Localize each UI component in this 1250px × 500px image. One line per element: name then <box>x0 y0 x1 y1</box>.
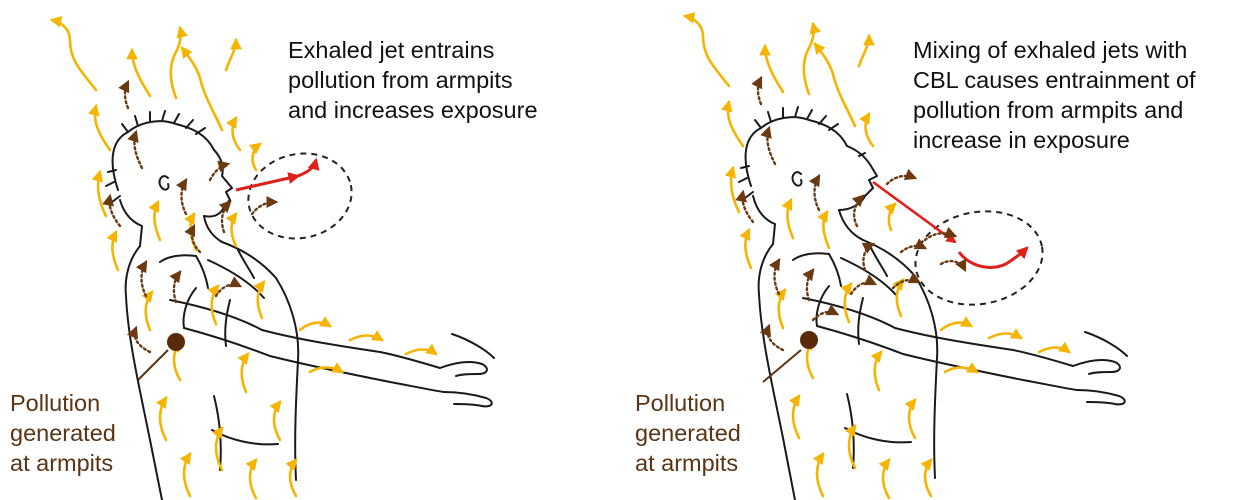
exhaled-jet-curl-icon <box>298 160 316 176</box>
pollution-arrow-icon <box>815 176 820 210</box>
thermal-plume-arrow-icon <box>909 400 915 438</box>
thermal-plume-arrow-icon <box>823 212 829 248</box>
thermal-plume-arrow-icon <box>787 200 793 238</box>
thermal-plume-arrow-icon <box>845 284 851 322</box>
pollution-arrow-icon <box>192 226 200 252</box>
breathing-zone-ellipse <box>240 144 359 248</box>
caption-line: CBL causes entrainment of <box>913 65 1196 95</box>
pollution-arrow-icon <box>216 284 240 296</box>
caption-line: pollution from armpits and <box>913 95 1196 125</box>
label-line: Pollution <box>10 388 116 418</box>
pollution-arrow-icon <box>807 270 813 300</box>
pollution-arrow-icon <box>941 261 965 270</box>
label-line: at armpits <box>635 448 741 478</box>
pollution-arrow-icon <box>174 272 180 302</box>
caption: Exhaled jet entrains pollution from armp… <box>288 35 538 125</box>
thermal-plume-arrow-icon <box>233 118 240 150</box>
thermal-plume-arrow-icon <box>258 282 264 318</box>
thermal-plume-arrow-icon <box>184 454 190 496</box>
thermal-plume-arrow-icon <box>765 46 783 92</box>
label-line: generated <box>635 418 741 448</box>
pollution-arrow-icon <box>893 280 919 288</box>
thermal-plume-arrow-icon <box>132 50 150 96</box>
armpit-pollution-source-icon <box>800 331 818 349</box>
thermal-plume-arrow-icon <box>112 232 118 270</box>
pollution-arrow-icon <box>767 128 775 164</box>
thermal-plume-arrow-icon <box>779 290 785 328</box>
pollution-source-label: Pollution generated at armpits <box>10 388 116 478</box>
caption-line: increase in exposure <box>913 125 1196 155</box>
thermal-plume-arrow-icon <box>182 48 222 130</box>
thermal-plume-arrow-icon <box>146 292 152 330</box>
pollution-arrow-icon <box>142 262 147 296</box>
exhaled-jet-arrow-icon <box>236 176 298 190</box>
thermal-plume-arrow-icon <box>154 202 160 240</box>
thermal-plume-arrow-icon <box>883 460 889 498</box>
thermal-plume-arrow-icon <box>925 460 931 496</box>
pollution-arrow-icon <box>758 78 761 104</box>
label-leader-line <box>138 350 168 380</box>
thermal-plume-arrow-icon <box>160 398 166 440</box>
thermal-plume-arrow-icon <box>945 368 977 373</box>
thermal-plume-arrow-icon <box>300 323 330 330</box>
thermal-plume-arrow-icon <box>226 40 236 70</box>
thermal-plume-arrow-icon <box>171 28 181 98</box>
thermal-plume-arrow-icon <box>95 106 110 150</box>
person-outline <box>739 107 1127 500</box>
pollution-arrow-icon <box>768 326 783 350</box>
panel-right-cbl-mixing: Mixing of exhaled jets with CBL causes e… <box>625 0 1250 500</box>
breathing-zone-ellipse <box>908 202 1050 315</box>
thermal-plume-arrow-icon <box>793 396 799 438</box>
pollution-arrow-icon <box>135 328 150 352</box>
pollution-arrow-icon <box>252 202 276 214</box>
caption: Mixing of exhaled jets with CBL causes e… <box>913 35 1196 155</box>
thermal-plume-arrow-icon <box>731 168 739 212</box>
panel-left-exhaled-jet: Exhaled jet entrains pollution from armp… <box>0 0 625 500</box>
thermal-plume-arrow-icon <box>941 323 971 330</box>
pollution-source-label: Pollution generated at armpits <box>635 388 741 478</box>
thermal-plume-arrow-icon <box>52 20 96 90</box>
pollution-arrow-icon <box>887 176 915 184</box>
label-line: generated <box>10 418 116 448</box>
exhaled-jet-region <box>873 182 1050 314</box>
pollution-arrow-icon <box>775 260 780 294</box>
thermal-plume-arrow-icon <box>889 204 895 230</box>
label-line: Pollution <box>635 388 741 418</box>
caption-line: Exhaled jet entrains <box>288 35 538 65</box>
thermal-plume-arrow-icon <box>1039 348 1069 353</box>
thermal-plume-arrow-icon <box>866 114 873 146</box>
pollution-arrow-icon <box>851 282 875 294</box>
thermal-plume-arrow-icon <box>232 214 237 246</box>
label-line: at armpits <box>10 448 116 478</box>
thermal-plume-arrow-icon <box>274 402 280 440</box>
thermal-plume-arrow-icon <box>728 102 743 146</box>
caption-line: pollution from armpits <box>288 65 538 95</box>
thermal-plume-arrow-icon <box>745 230 751 268</box>
caption-line: Mixing of exhaled jets with <box>913 35 1196 65</box>
exhaled-jet-curl-icon <box>959 248 1027 267</box>
thermal-plume-arrow-icon <box>242 354 248 392</box>
armpit-pollution-source-icon <box>167 333 185 351</box>
thermal-plume-arrow-icon <box>817 454 823 496</box>
pollution-arrow-icon <box>125 82 128 108</box>
thermal-plume-arrow-icon <box>989 334 1021 339</box>
exhaled-jet-region <box>236 144 360 248</box>
thermal-plume-arrow-icon <box>212 286 218 324</box>
pollution-arrow-icon <box>901 246 925 252</box>
thermal-plume-arrow-icon <box>98 172 106 216</box>
thermal-plume-arrow-icon <box>875 352 881 390</box>
person-outline <box>106 111 494 500</box>
thermal-plume-arrow-icon <box>350 336 382 341</box>
pollution-arrow-icon <box>182 180 187 214</box>
thermal-plume-arrow-icon <box>250 460 256 498</box>
thermal-plume-arrow-icon <box>804 24 814 94</box>
pollution-arrow-icon <box>134 132 142 168</box>
thermal-plume-arrow-icon <box>815 44 855 126</box>
thermal-plume-arrow-icon <box>406 350 436 355</box>
caption-line: and increases exposure <box>288 95 538 125</box>
pollution-arrow-icon <box>210 164 228 180</box>
thermal-plume-arrow-icon <box>253 144 260 170</box>
thermal-plume-arrow-icon <box>859 36 869 66</box>
thermal-plume-arrow-icon <box>685 16 729 86</box>
